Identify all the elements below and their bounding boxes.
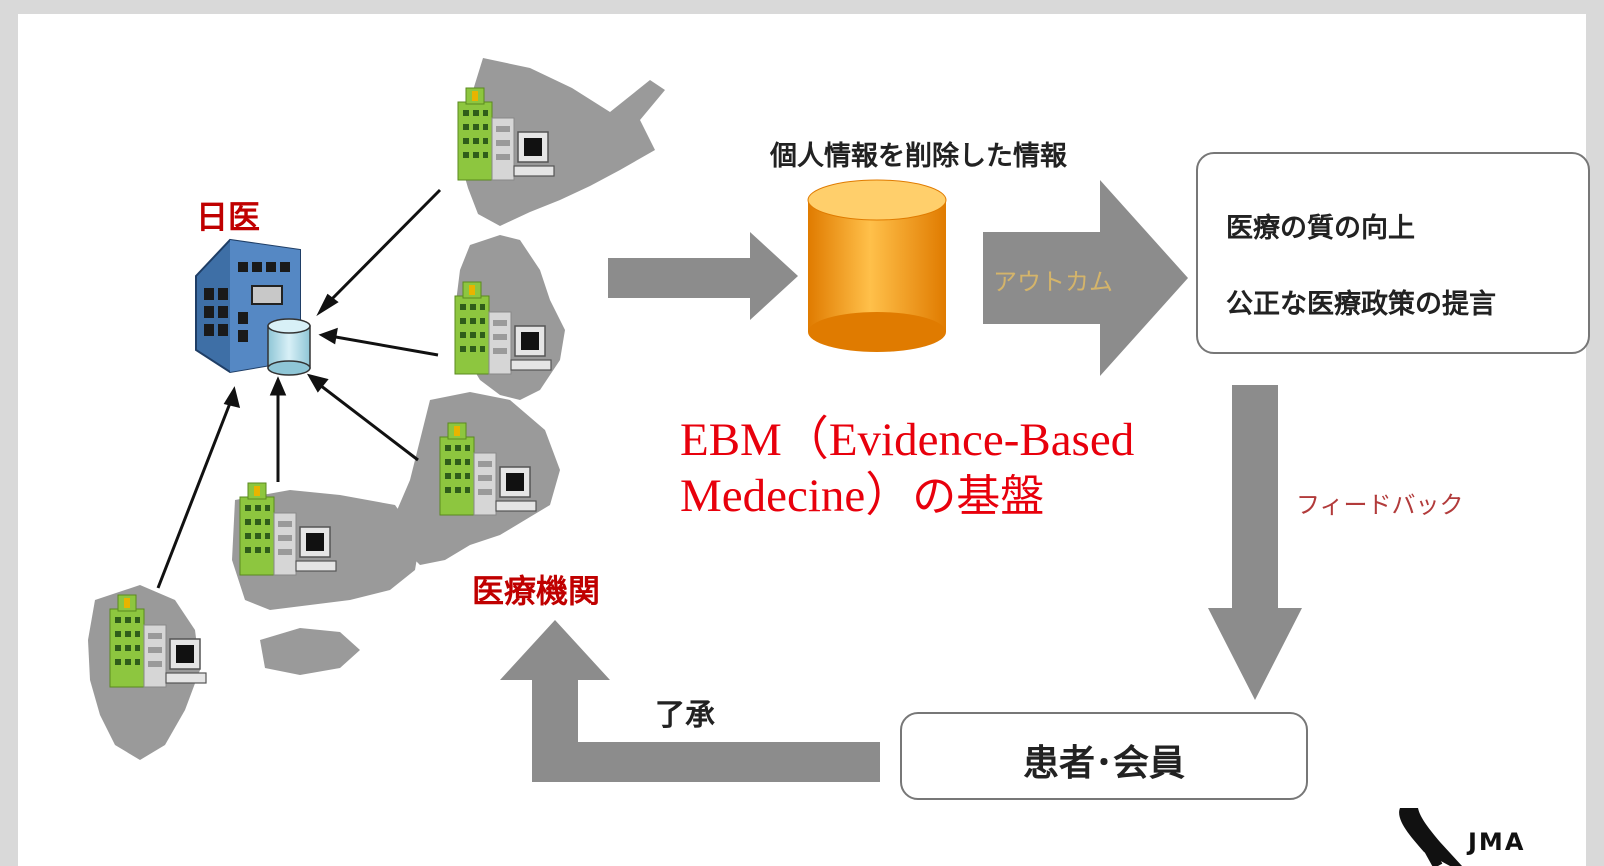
goal-quality: 医療の質の向上: [1226, 213, 1415, 244]
ebm-line1: EBM（Evidence-Based: [680, 414, 1135, 466]
goals-box: 医療の質の向上 公正な医療政策の提言: [1196, 152, 1590, 354]
jma-label: 日医: [196, 198, 261, 236]
institutions-label: 医療機関: [472, 572, 601, 610]
ebm-caption: EBM（Evidence-Based Medecine）の基盤: [680, 412, 1200, 525]
ebm-line2-b: の基盤: [912, 471, 1045, 522]
patients-members-label: 患者･会員: [1022, 743, 1185, 784]
outcome-arrow: [983, 180, 1188, 376]
feedback-arrow: [1208, 385, 1302, 700]
arrow-to-database: [608, 232, 798, 320]
database-icon: [267, 318, 311, 376]
ebm-line2-a: Medecine）: [680, 470, 913, 522]
goal-policy: 公正な医療政策の提言: [1226, 289, 1496, 320]
jma-logo-text: JMA: [1468, 828, 1526, 856]
deidentified-label: 個人情報を削除した情報: [770, 141, 1067, 172]
feedback-label: フィードバック: [1296, 491, 1464, 519]
data-flow-arrows: [156, 188, 442, 589]
outcome-label: アウトカム: [993, 268, 1113, 296]
consent-arrow: [500, 620, 880, 782]
deidentified-database-icon: [807, 179, 947, 352]
patients-members-box: 患者･会員: [900, 712, 1308, 800]
consent-label: 了承: [655, 698, 715, 733]
jma-logo-icon: [1399, 808, 1462, 866]
ebm-line2: Medecine）の基盤: [680, 468, 1200, 525]
